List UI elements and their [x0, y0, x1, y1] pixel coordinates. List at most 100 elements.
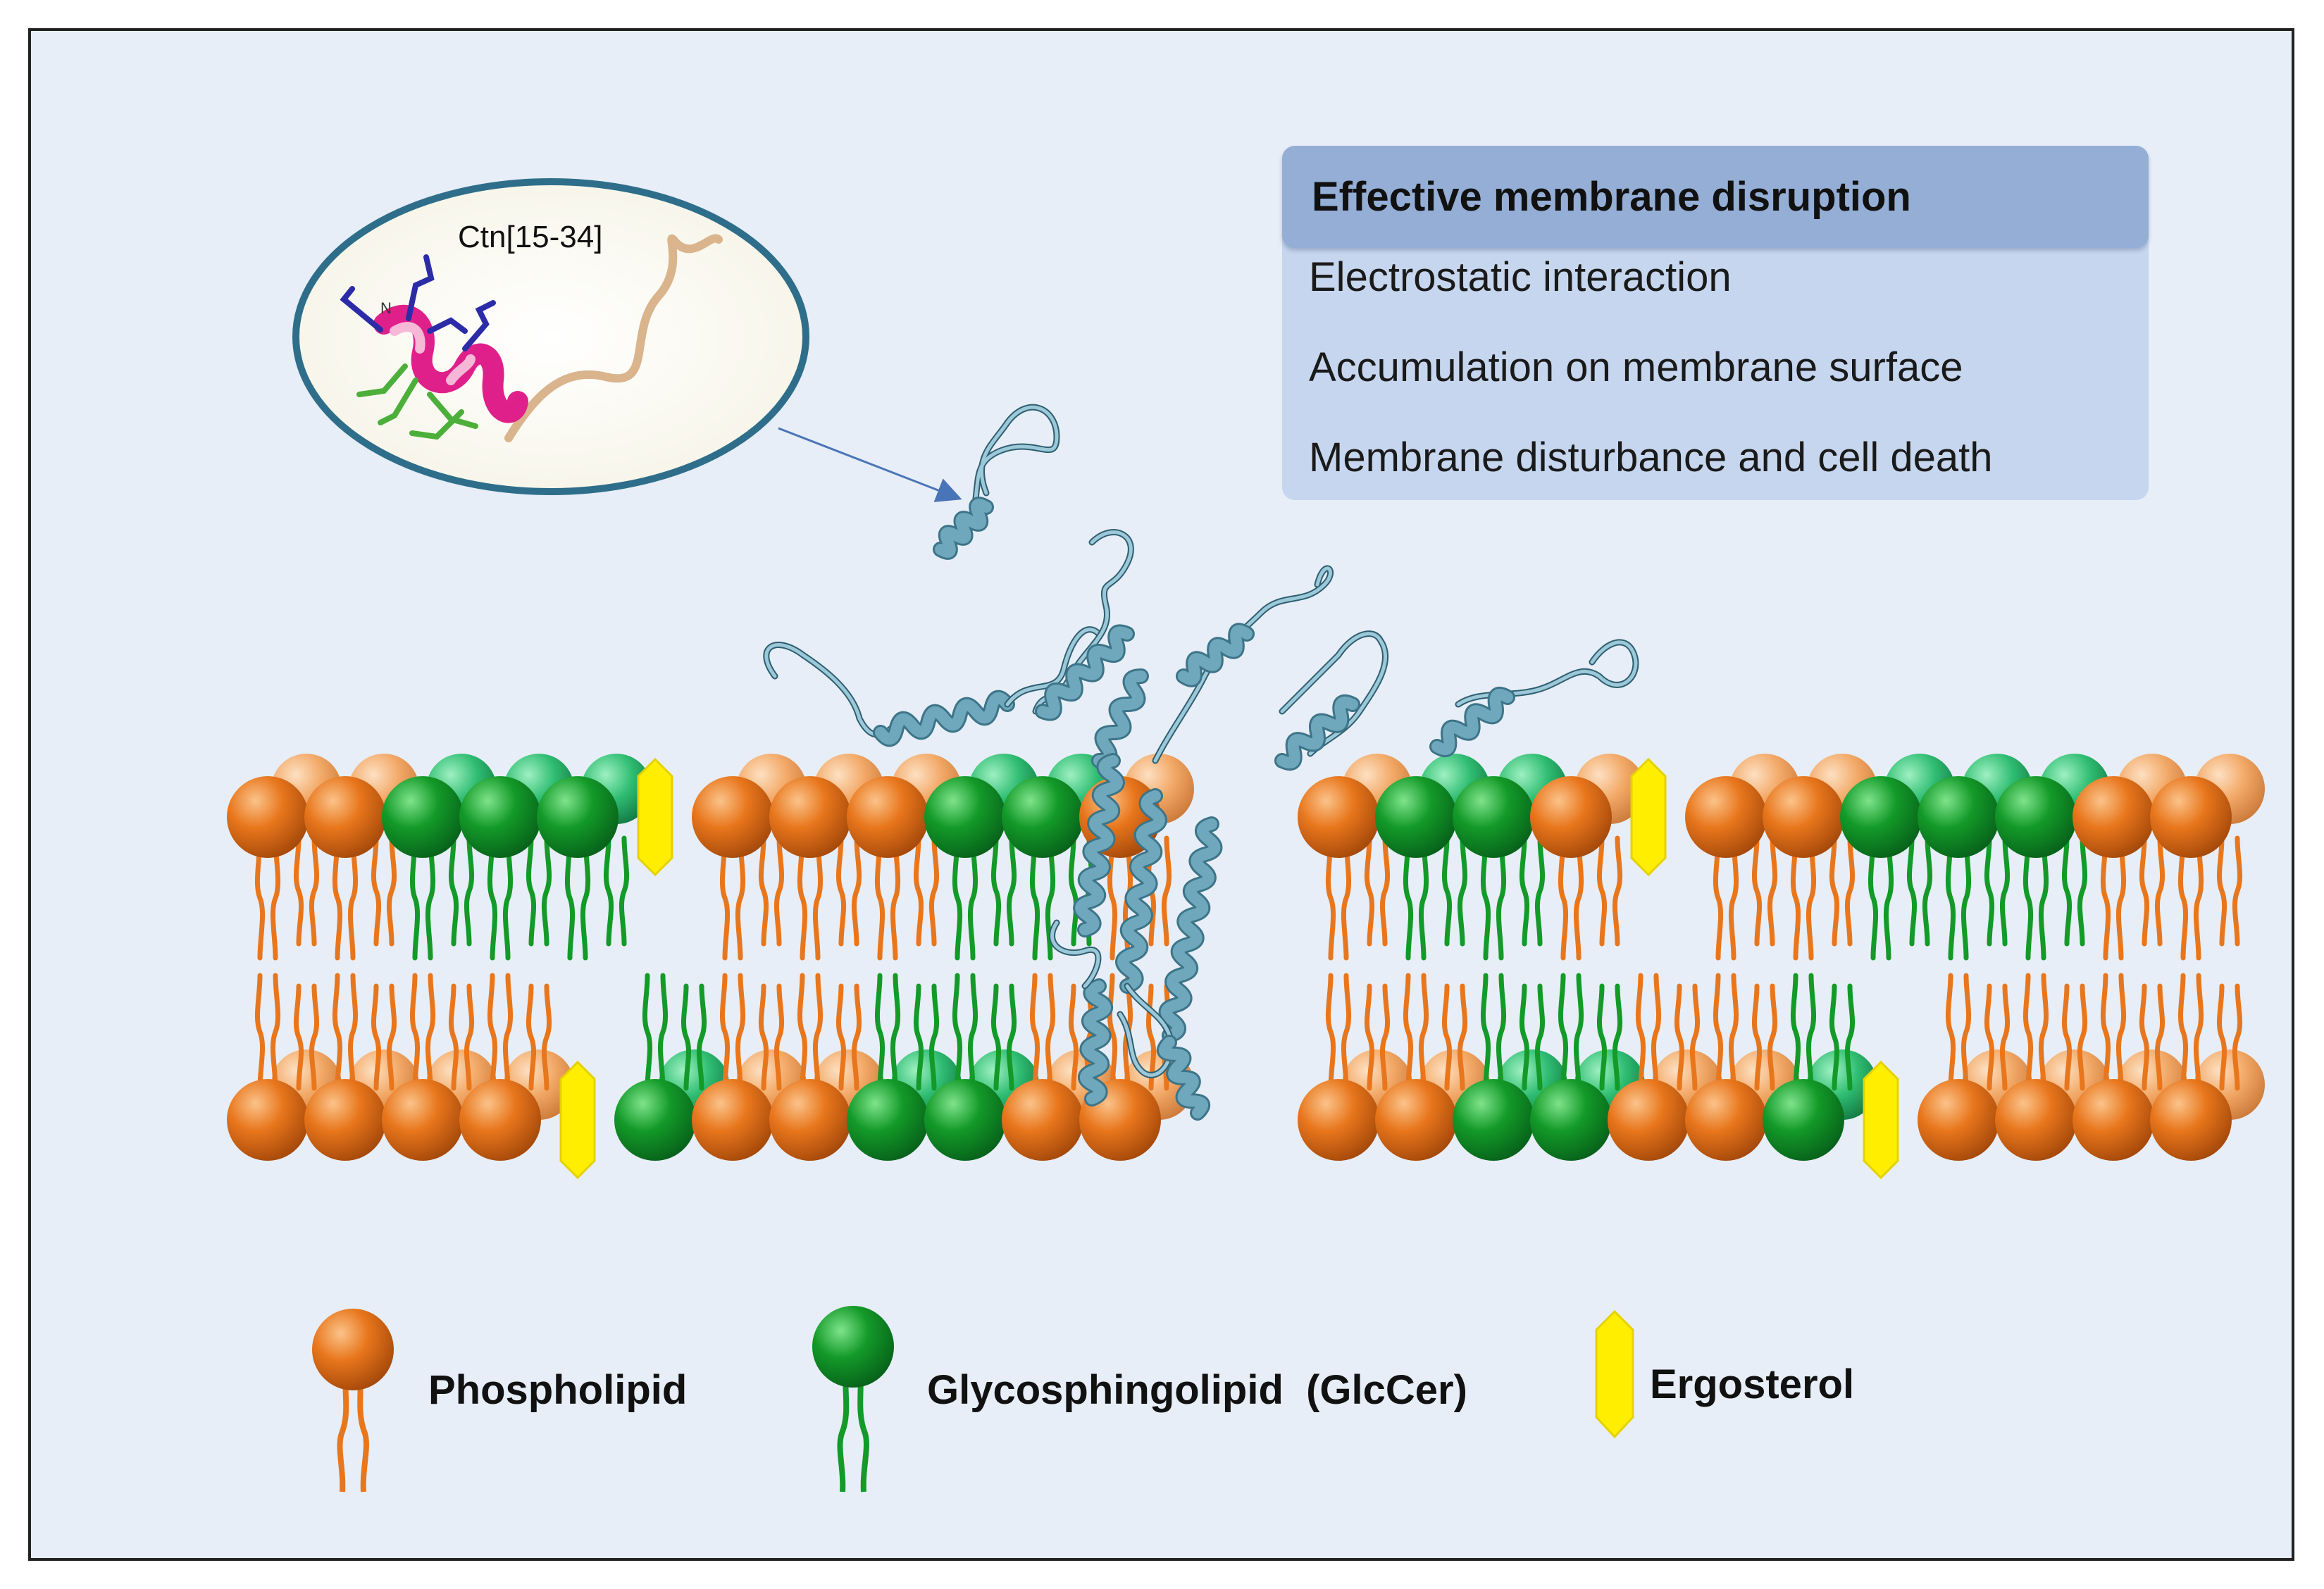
phospholipid-head	[769, 1079, 851, 1161]
lipid-tails	[1635, 973, 1662, 1091]
lipid-tails	[564, 835, 591, 961]
glycosphingolipid-head	[1530, 1079, 1612, 1161]
lipid-tails	[2100, 973, 2127, 1091]
green-side-chains	[356, 363, 478, 440]
peptide-helix-ribbon	[1176, 623, 1255, 687]
lipid-tails	[719, 835, 746, 961]
peptide-helix-ribbon	[1035, 624, 1135, 721]
peptide-coil-tail	[504, 234, 723, 442]
lipid-tails	[1945, 835, 1972, 961]
phospholipid-head	[459, 1079, 541, 1161]
phospholipid-head	[1298, 1079, 1379, 1161]
glycosphingolipid-head	[1453, 776, 1534, 858]
lipid-tails	[1558, 835, 1584, 961]
peptide-coil	[1049, 919, 1102, 990]
lipid-tails	[1674, 983, 1701, 1091]
lipid-tails	[2022, 973, 2049, 1091]
lipid-tails	[409, 835, 436, 961]
lipid-tails	[526, 835, 552, 947]
legend-phospholipid-label: Phospholipid	[428, 1367, 688, 1413]
legend	[312, 1306, 1634, 1493]
info-line-electrostatic: Electrostatic interaction	[1309, 254, 1732, 300]
lipid-tails	[2061, 835, 2088, 947]
lipid-tails	[1519, 983, 1546, 1091]
lipid-tails	[1829, 835, 1856, 947]
phospholipid-head	[847, 776, 928, 858]
peptide-helix-ribbon	[1274, 694, 1360, 771]
lipid-tails	[719, 973, 746, 1091]
legend-ergosterol-icon	[1595, 1309, 1634, 1439]
n-terminus-label: N	[380, 299, 392, 317]
lipid-tails	[1713, 973, 1739, 1091]
lipid-tails	[2216, 983, 2243, 1091]
lipid-tails	[2139, 835, 2165, 947]
peptide-helix-ribbon	[1158, 816, 1223, 1043]
peptide-label: Ctn[15-34]	[458, 220, 603, 254]
lipid-tails	[681, 983, 707, 1091]
phospholipid-head	[1918, 1079, 1999, 1161]
phospholipid-head	[304, 776, 386, 858]
peptide-helix-ribbon	[1115, 788, 1167, 994]
glycosphingolipid-head	[924, 1079, 1006, 1161]
lipid-tails	[2100, 835, 2127, 961]
lipid-tails	[1713, 835, 1739, 961]
lipid-tails	[913, 983, 940, 1091]
glycosphingolipid-head	[1918, 776, 1999, 858]
lipid-tails	[2177, 973, 2204, 1091]
lipid-tails	[1596, 983, 1623, 1091]
lipid-tails	[1596, 835, 1623, 947]
phospholipid-head	[2150, 1079, 2232, 1161]
lipid-tails	[254, 835, 281, 961]
peptide-helix-ribbon	[1078, 978, 1113, 1107]
lipid-tails	[835, 983, 862, 1091]
glycosphingolipid-head	[537, 776, 619, 858]
lipid-tails	[1441, 983, 1468, 1091]
lipid-tails	[1945, 973, 1972, 1091]
lipid-tails	[952, 973, 978, 1091]
lipid-tails	[758, 983, 785, 1091]
lipid-tails	[1480, 835, 1507, 961]
lipid-tails	[952, 835, 978, 961]
phospholipid-head	[1530, 776, 1612, 858]
ergosterol	[559, 1060, 596, 1180]
lipid-tails	[487, 973, 514, 1091]
phospholipid-head	[692, 776, 773, 858]
lipid-tails	[1868, 835, 1894, 961]
glycosphingolipid-head	[614, 1079, 696, 1161]
glycosphingolipid-head	[1375, 776, 1457, 858]
lipid-tails	[332, 835, 359, 961]
lipid-tails	[371, 835, 397, 947]
phospholipid-head	[769, 776, 851, 858]
inset-ellipse	[292, 178, 809, 495]
glycosphingolipid-head	[1763, 1079, 1844, 1161]
lipid-tails	[2061, 983, 2088, 1091]
glycosphingolipid-head	[382, 776, 464, 858]
lipid-bilayer	[227, 754, 2265, 1180]
lipid-tails	[1441, 835, 1468, 947]
lipid-tails	[1906, 835, 1933, 947]
glycosphingolipid-head	[847, 1079, 928, 1161]
phospholipid-head	[2073, 1079, 2154, 1161]
phospholipid-head	[2073, 776, 2154, 858]
glycosphingolipid-head	[1453, 1079, 1534, 1161]
lipid-tails	[409, 973, 436, 1091]
phospholipid-head	[1002, 1079, 1083, 1161]
glycosphingolipid-head	[924, 776, 1006, 858]
lipid-tails	[448, 835, 475, 947]
phospholipid-head	[227, 1079, 309, 1161]
ergosterol	[1863, 1060, 1899, 1180]
lipid-tails	[1403, 973, 1429, 1091]
lipid-tails	[1984, 835, 2011, 947]
lipid-tails	[1029, 973, 1056, 1091]
peptide-coil	[1152, 565, 1334, 764]
lipid-tails	[1364, 983, 1391, 1091]
lipid-tails	[990, 835, 1017, 947]
info-line-disturbance: Membrane disturbance and cell death	[1309, 435, 1993, 480]
peptide-cluster	[763, 404, 1639, 1121]
lipid-tails	[1790, 835, 1817, 961]
phospholipid-head	[1995, 1079, 2077, 1161]
lipid-tails	[1984, 983, 2011, 1091]
lipid-tails	[293, 983, 320, 1091]
lipid-tails	[1751, 983, 1778, 1091]
